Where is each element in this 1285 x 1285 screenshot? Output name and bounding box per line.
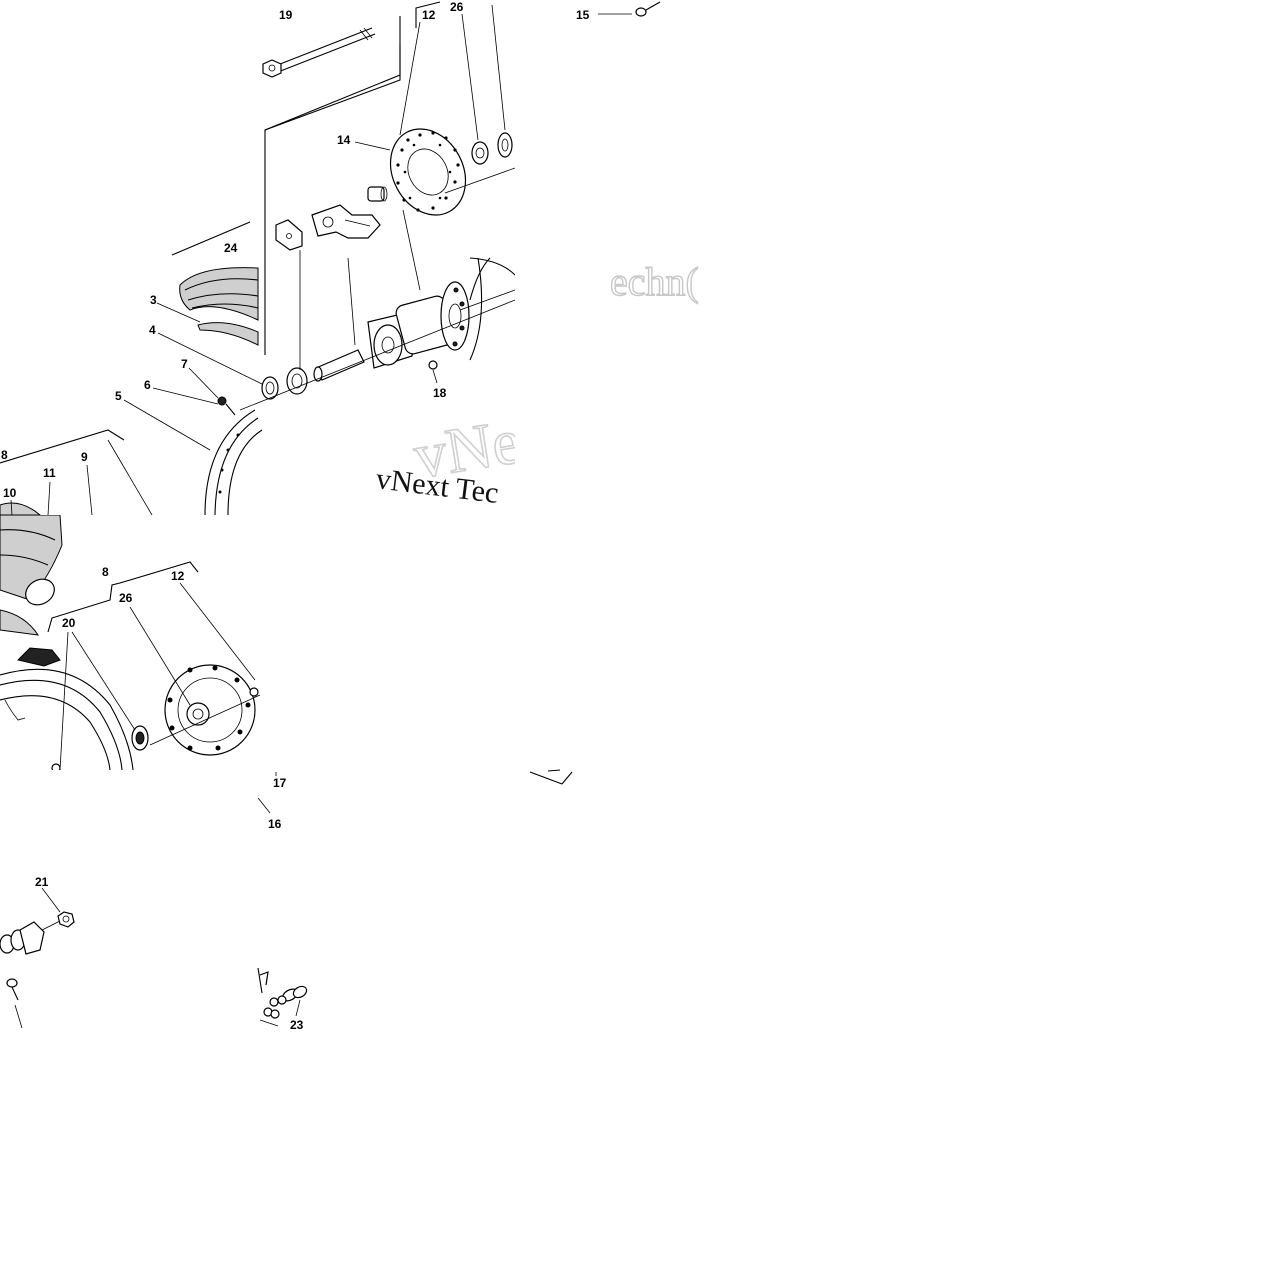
tire xyxy=(179,267,259,321)
wheel-rim xyxy=(204,409,263,515)
leader-line xyxy=(347,257,356,346)
bolt xyxy=(6,978,23,1029)
leader-line xyxy=(129,606,191,706)
bracket-line xyxy=(264,45,401,131)
bracket-line xyxy=(171,221,251,256)
callout-26: 26 xyxy=(450,0,464,14)
wheel-rim xyxy=(459,257,515,361)
bearing xyxy=(131,725,149,751)
leader-line xyxy=(188,367,219,399)
callout-6: 6 xyxy=(144,378,151,392)
leader-line xyxy=(47,481,51,515)
leader-line xyxy=(152,387,219,405)
callout-3: 3 xyxy=(150,293,157,307)
leader-line xyxy=(432,369,438,384)
bearing xyxy=(261,376,279,400)
middle-panel: 8 12 26 20 xyxy=(0,515,260,770)
chain-adjuster xyxy=(311,204,381,239)
spacer-collar xyxy=(367,186,388,202)
bracket-line xyxy=(0,429,125,464)
adjuster-plate xyxy=(275,219,303,251)
leader-line xyxy=(461,13,479,141)
leader-line xyxy=(10,499,13,515)
leader-line xyxy=(156,302,201,323)
callout-16: 16 xyxy=(268,817,282,831)
watermark-ghost: echn( xyxy=(600,255,775,305)
leader-line xyxy=(399,21,421,136)
valve-stem xyxy=(225,403,236,416)
bracket-line xyxy=(415,1,441,28)
leader-line xyxy=(257,797,271,814)
nut xyxy=(51,763,61,770)
sprocket xyxy=(164,664,256,756)
callout-12: 12 xyxy=(422,8,436,22)
leader-line xyxy=(179,582,256,681)
callout-15: 15 xyxy=(576,8,590,22)
callout-26: 26 xyxy=(119,591,133,605)
watermark-large: vNe xyxy=(409,405,525,492)
bracket-line xyxy=(47,561,199,633)
bearing xyxy=(471,141,489,165)
leader-line xyxy=(157,332,263,385)
axle xyxy=(262,27,376,78)
nut xyxy=(428,360,438,370)
fragment xyxy=(529,769,573,785)
leader-line xyxy=(123,399,211,451)
callout-7: 7 xyxy=(181,357,188,371)
brake-disc xyxy=(389,128,467,216)
watermark-ghost-text: echn( xyxy=(610,259,699,304)
upper-panel: vNe vNext Tec 19 12 26 14 24 3 4 7 6 5 1… xyxy=(0,0,525,515)
circlip xyxy=(497,132,513,158)
callout-8: 8 xyxy=(1,448,8,462)
leader-line xyxy=(86,464,93,515)
callout-20: 20 xyxy=(62,616,76,630)
chain-tensioner xyxy=(0,887,75,955)
distance-tube xyxy=(313,349,365,382)
leader-line xyxy=(491,4,506,131)
callout-17: 17 xyxy=(273,776,287,790)
leader-line xyxy=(107,439,153,515)
callout-11: 11 xyxy=(43,466,56,480)
valve-cap xyxy=(217,396,227,406)
leader-line xyxy=(402,209,421,291)
callout-23: 23 xyxy=(290,1018,304,1032)
axis-line xyxy=(149,694,260,746)
callout-8: 8 xyxy=(102,565,109,579)
callout-12: 12 xyxy=(171,569,185,583)
callout-10: 10 xyxy=(3,486,17,500)
bracket-line xyxy=(264,16,401,355)
callout-5: 5 xyxy=(115,389,122,403)
wheel-rim xyxy=(0,668,134,770)
rim-tape xyxy=(17,647,61,667)
callout-19: 19 xyxy=(279,8,293,22)
callout-18: 18 xyxy=(433,386,447,400)
chain-link xyxy=(257,967,308,1027)
axis-line xyxy=(239,299,515,411)
leader-line xyxy=(71,631,136,731)
bolt-15 xyxy=(598,1,661,17)
tire xyxy=(0,515,63,636)
seal xyxy=(286,367,308,395)
nut xyxy=(249,687,259,697)
callout-21: 21 xyxy=(35,875,49,889)
leader-line xyxy=(59,631,69,770)
callout-14: 14 xyxy=(337,133,351,147)
callout-9: 9 xyxy=(81,450,88,464)
leader-line xyxy=(354,141,391,151)
callout-4: 4 xyxy=(149,323,156,337)
callout-24: 24 xyxy=(224,241,238,255)
rim-strip xyxy=(197,322,259,346)
tire xyxy=(0,502,41,515)
axis-line xyxy=(444,167,515,194)
hub xyxy=(367,281,470,369)
